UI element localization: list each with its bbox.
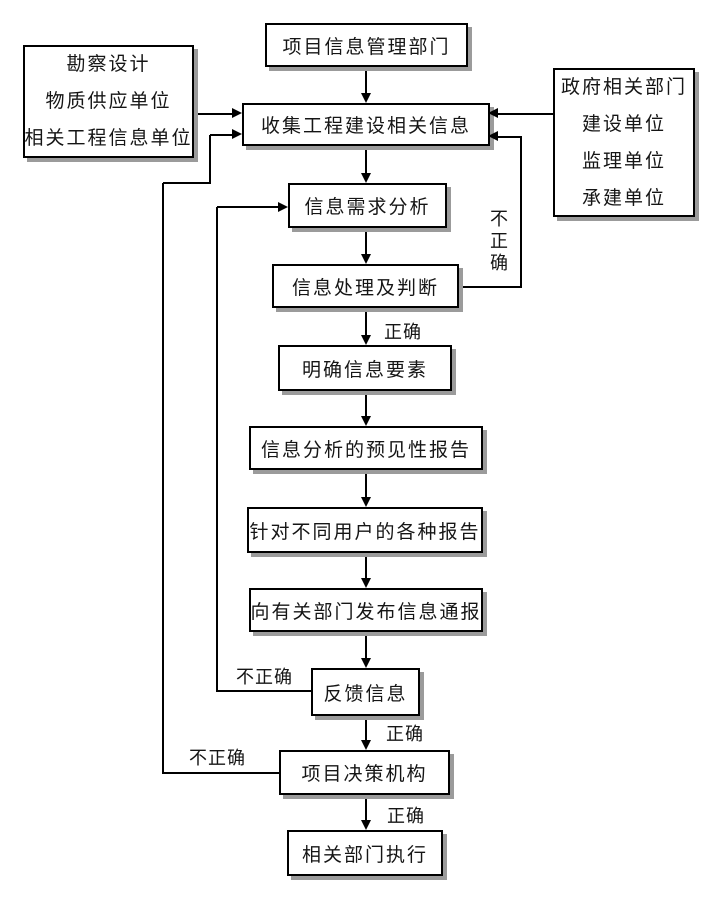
node-gov-sources-line: 建设单位 [581, 112, 666, 135]
node-clarify-elements: 明确信息要素 [278, 345, 452, 391]
edge-label-correct-decision: 正确 [387, 806, 425, 827]
arrow-demand-to-process-head [361, 254, 371, 264]
arrow-collect-to-demand-line [365, 146, 367, 174]
arrow-decision-to-execute-line [365, 795, 367, 821]
node-execute: 相关部门执行 [287, 830, 443, 876]
node-gov-sources: 政府相关部门 建设单位 监理单位 承建单位 [553, 68, 695, 217]
loop-feedback-incorrect-top-line [217, 206, 279, 208]
node-gov-sources-line: 承建单位 [581, 186, 666, 209]
node-survey-sources-line: 勘察设计 [66, 53, 151, 75]
arrow-dept-to-collect-line [365, 67, 367, 94]
node-gov-sources-line: 监理单位 [581, 149, 666, 172]
node-gov-sources-line: 政府相关部门 [560, 75, 687, 98]
arrow-process-to-clarify-line [365, 308, 367, 336]
arrow-reports-to-notify-line [365, 553, 367, 579]
arrow-reports-to-notify-head [361, 578, 371, 588]
node-demand-analysis: 信息需求分析 [288, 183, 447, 228]
loop-decision-incorrect-upper-vertical-line [209, 135, 211, 184]
loop-decision-incorrect-head [232, 129, 242, 139]
arrow-notify-to-feedback-head [361, 658, 371, 668]
node-survey-sources-line: 相关工程信息单位 [24, 127, 193, 149]
arrow-process-to-clarify-head [361, 335, 371, 345]
loop-process-incorrect-head [488, 131, 498, 141]
node-feedback: 反馈信息 [311, 668, 420, 716]
loop-feedback-incorrect-head [278, 202, 288, 212]
node-publish-notify: 向有关部门发布信息通报 [249, 588, 483, 632]
node-decision-body: 项目决策机构 [279, 750, 450, 795]
arrow-decision-to-execute-head [361, 820, 371, 830]
edge-label-incorrect-feedback: 不正确 [236, 667, 293, 688]
arrow-notify-to-feedback-line [365, 632, 367, 659]
loop-decision-incorrect-vertical-line [162, 183, 164, 774]
edge-label-correct-feedback: 正确 [386, 724, 424, 745]
node-project-info-dept: 项目信息管理部门 [265, 23, 468, 67]
arrow-clarify-to-predict-line [365, 391, 367, 417]
loop-decision-incorrect-top-line [210, 134, 233, 136]
edge-label-correct-process: 正确 [384, 322, 422, 343]
arrow-feedback-to-decision-head [361, 740, 371, 750]
loop-process-incorrect-top-line [498, 136, 522, 138]
arrow-survey-to-collect-head [232, 108, 242, 118]
loop-feedback-incorrect-vertical-line [216, 207, 218, 692]
arrow-clarify-to-predict-head [361, 416, 371, 426]
node-survey-sources: 勘察设计 物质供应单位 相关工程信息单位 [23, 45, 194, 158]
edge-label-incorrect-process: 不正确 [487, 209, 508, 275]
arrow-feedback-to-decision-line [365, 716, 367, 741]
arrow-demand-to-process-line [365, 228, 367, 255]
loop-process-incorrect-bottom-line [459, 286, 522, 288]
node-survey-sources-line: 物质供应单位 [45, 90, 172, 112]
arrow-gov-to-collect-head [488, 108, 498, 118]
node-user-reports: 针对不同用户的各种报告 [247, 507, 483, 553]
node-predictive-report: 信息分析的预见性报告 [249, 426, 483, 470]
arrow-collect-to-demand-head [361, 173, 371, 183]
loop-decision-incorrect-jog-line [163, 182, 211, 184]
arrow-predict-to-reports-head [361, 497, 371, 507]
node-collect-info: 收集工程建设相关信息 [242, 103, 490, 146]
loop-feedback-incorrect-bottom-line [217, 690, 311, 692]
node-process-judge: 信息处理及判断 [272, 264, 459, 308]
loop-decision-incorrect-bottom-line [163, 772, 279, 774]
arrow-dept-to-collect-head [361, 93, 371, 103]
edge-label-incorrect-decision: 不正确 [189, 748, 246, 769]
loop-process-incorrect-vertical-line [520, 137, 522, 288]
arrow-predict-to-reports-line [365, 470, 367, 498]
arrow-survey-to-collect-line [194, 113, 233, 115]
arrow-gov-to-collect-line [498, 113, 553, 115]
